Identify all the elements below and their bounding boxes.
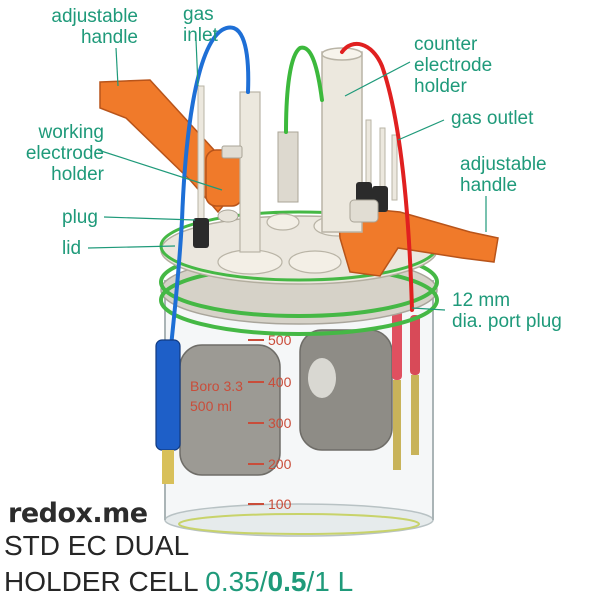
scale-mark-200: 200 (268, 456, 292, 472)
label-adjustable-handle-right: adjustable handle (460, 154, 547, 196)
leader-lines (87, 39, 487, 311)
rods (197, 85, 398, 253)
label-plug: plug (62, 207, 98, 228)
label-counter-electrode-holder: counter electrode holder (414, 34, 493, 97)
label-port-plug: 12 mm dia. port plug (452, 290, 562, 332)
volume-scale: 500 400 300 200 100 Boro 3.3 500 ml (190, 332, 292, 512)
scale-mark-500: 500 (268, 332, 292, 348)
scale-mark-400: 400 (268, 374, 292, 390)
label-lid: lid (62, 238, 82, 259)
title-volume-2: 0.5 (267, 566, 307, 597)
cables (166, 25, 414, 382)
title-prefix: HOLDER CELL (4, 566, 206, 597)
title-sep-2: / (306, 566, 315, 597)
brand-logo: redox.me (8, 498, 148, 529)
title-line-2: HOLDER CELL 0.35/0.5/1 L (4, 566, 353, 598)
label-gas-outlet: gas outlet (451, 108, 534, 129)
title-volume-3: 1 L (314, 566, 354, 597)
scale-mark-300: 300 (268, 415, 292, 431)
label-adjustable-handle-left: adjustable handle (51, 6, 138, 48)
glass-brand-line2: 500 ml (190, 398, 232, 414)
label-gas-inlet: gas inlet (183, 4, 218, 46)
lid-handle-knob (221, 145, 379, 223)
port-plugs-red (392, 310, 420, 470)
title-line-1: STD EC DUAL (4, 530, 190, 561)
title-volume-1: 0.35 (205, 566, 260, 597)
glass-brand-line1: Boro 3.3 (190, 378, 243, 394)
label-working-electrode-holder: working electrode holder (25, 122, 104, 185)
scale-mark-100: 100 (268, 496, 292, 512)
blue-banana-plug (155, 339, 181, 484)
title-sep-1: / (259, 566, 268, 597)
